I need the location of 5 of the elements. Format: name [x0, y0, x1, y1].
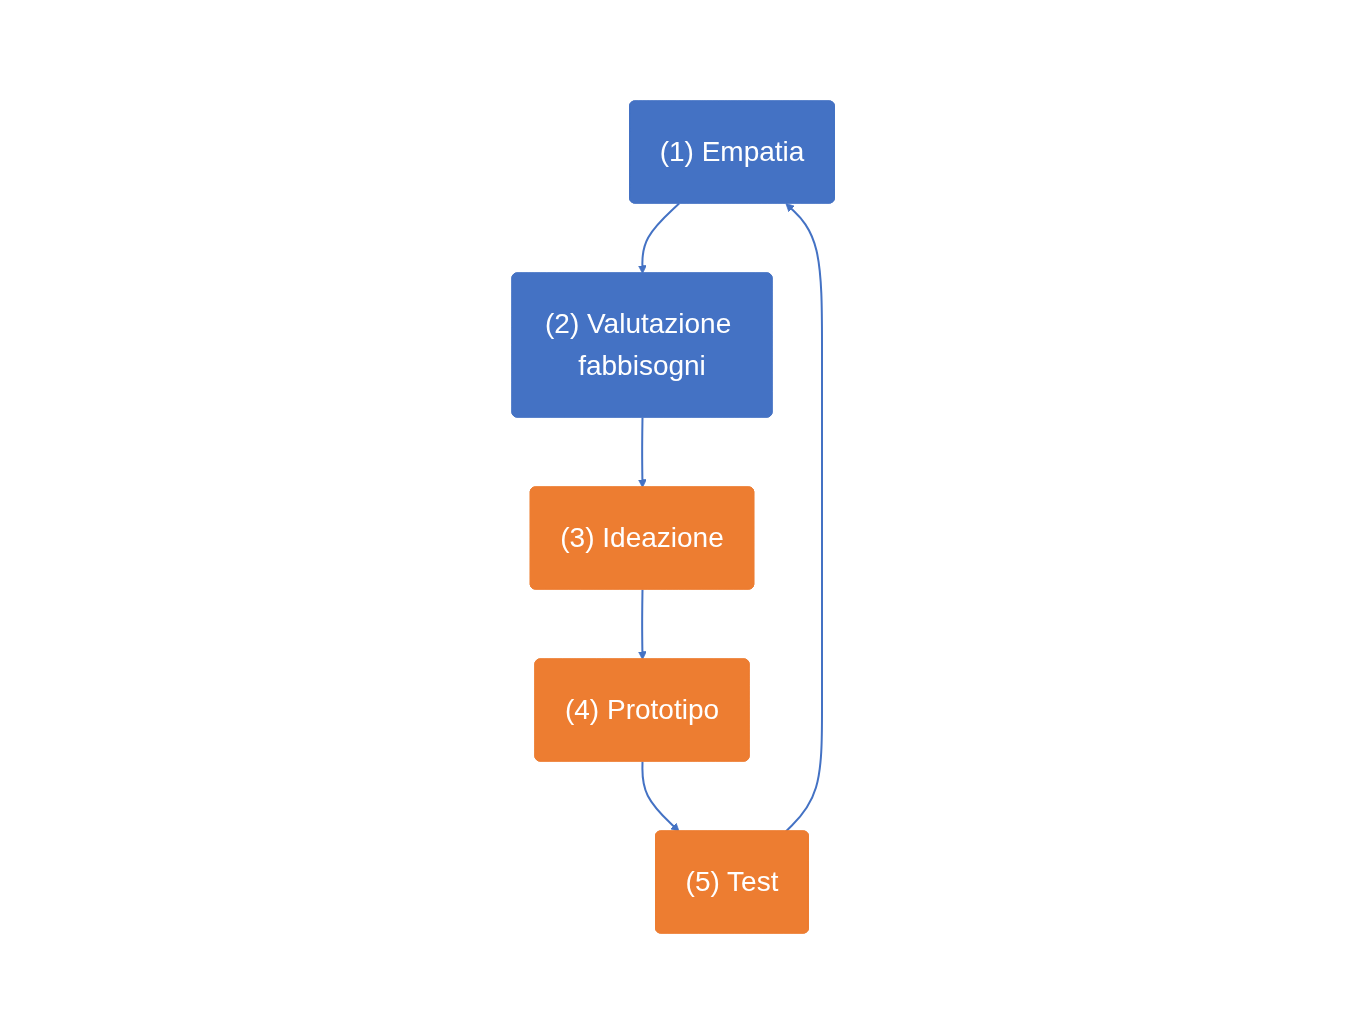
arrow: [641, 760, 680, 832]
arrow: [785, 203, 824, 833]
arrow: [638, 588, 648, 660]
arrow: [638, 416, 648, 488]
arrow: [638, 202, 681, 274]
